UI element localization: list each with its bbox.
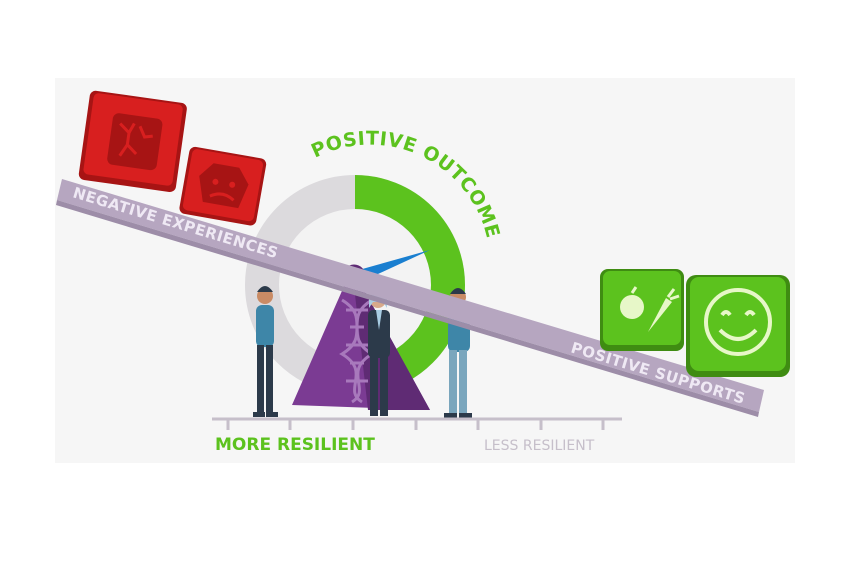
resilience-scale: MORE RESILIENT LESS RESILIENT — [212, 417, 622, 455]
carrot-icon — [648, 298, 672, 332]
smiley-face-icon — [704, 288, 772, 356]
scale-left-label: MORE RESILIENT — [215, 435, 375, 455]
positive-block-small — [600, 269, 684, 351]
positive-block-large — [686, 275, 790, 377]
scale-ticks — [226, 419, 605, 430]
sim-card-icon — [107, 113, 163, 171]
beam-body — [57, 179, 764, 412]
negative-block-large — [78, 90, 187, 193]
beam-edge — [56, 200, 759, 417]
person-left — [253, 286, 278, 417]
scale-right-label: LESS RESILIENT — [484, 438, 595, 454]
apple-icon — [620, 295, 644, 319]
negative-block-small — [179, 146, 267, 226]
